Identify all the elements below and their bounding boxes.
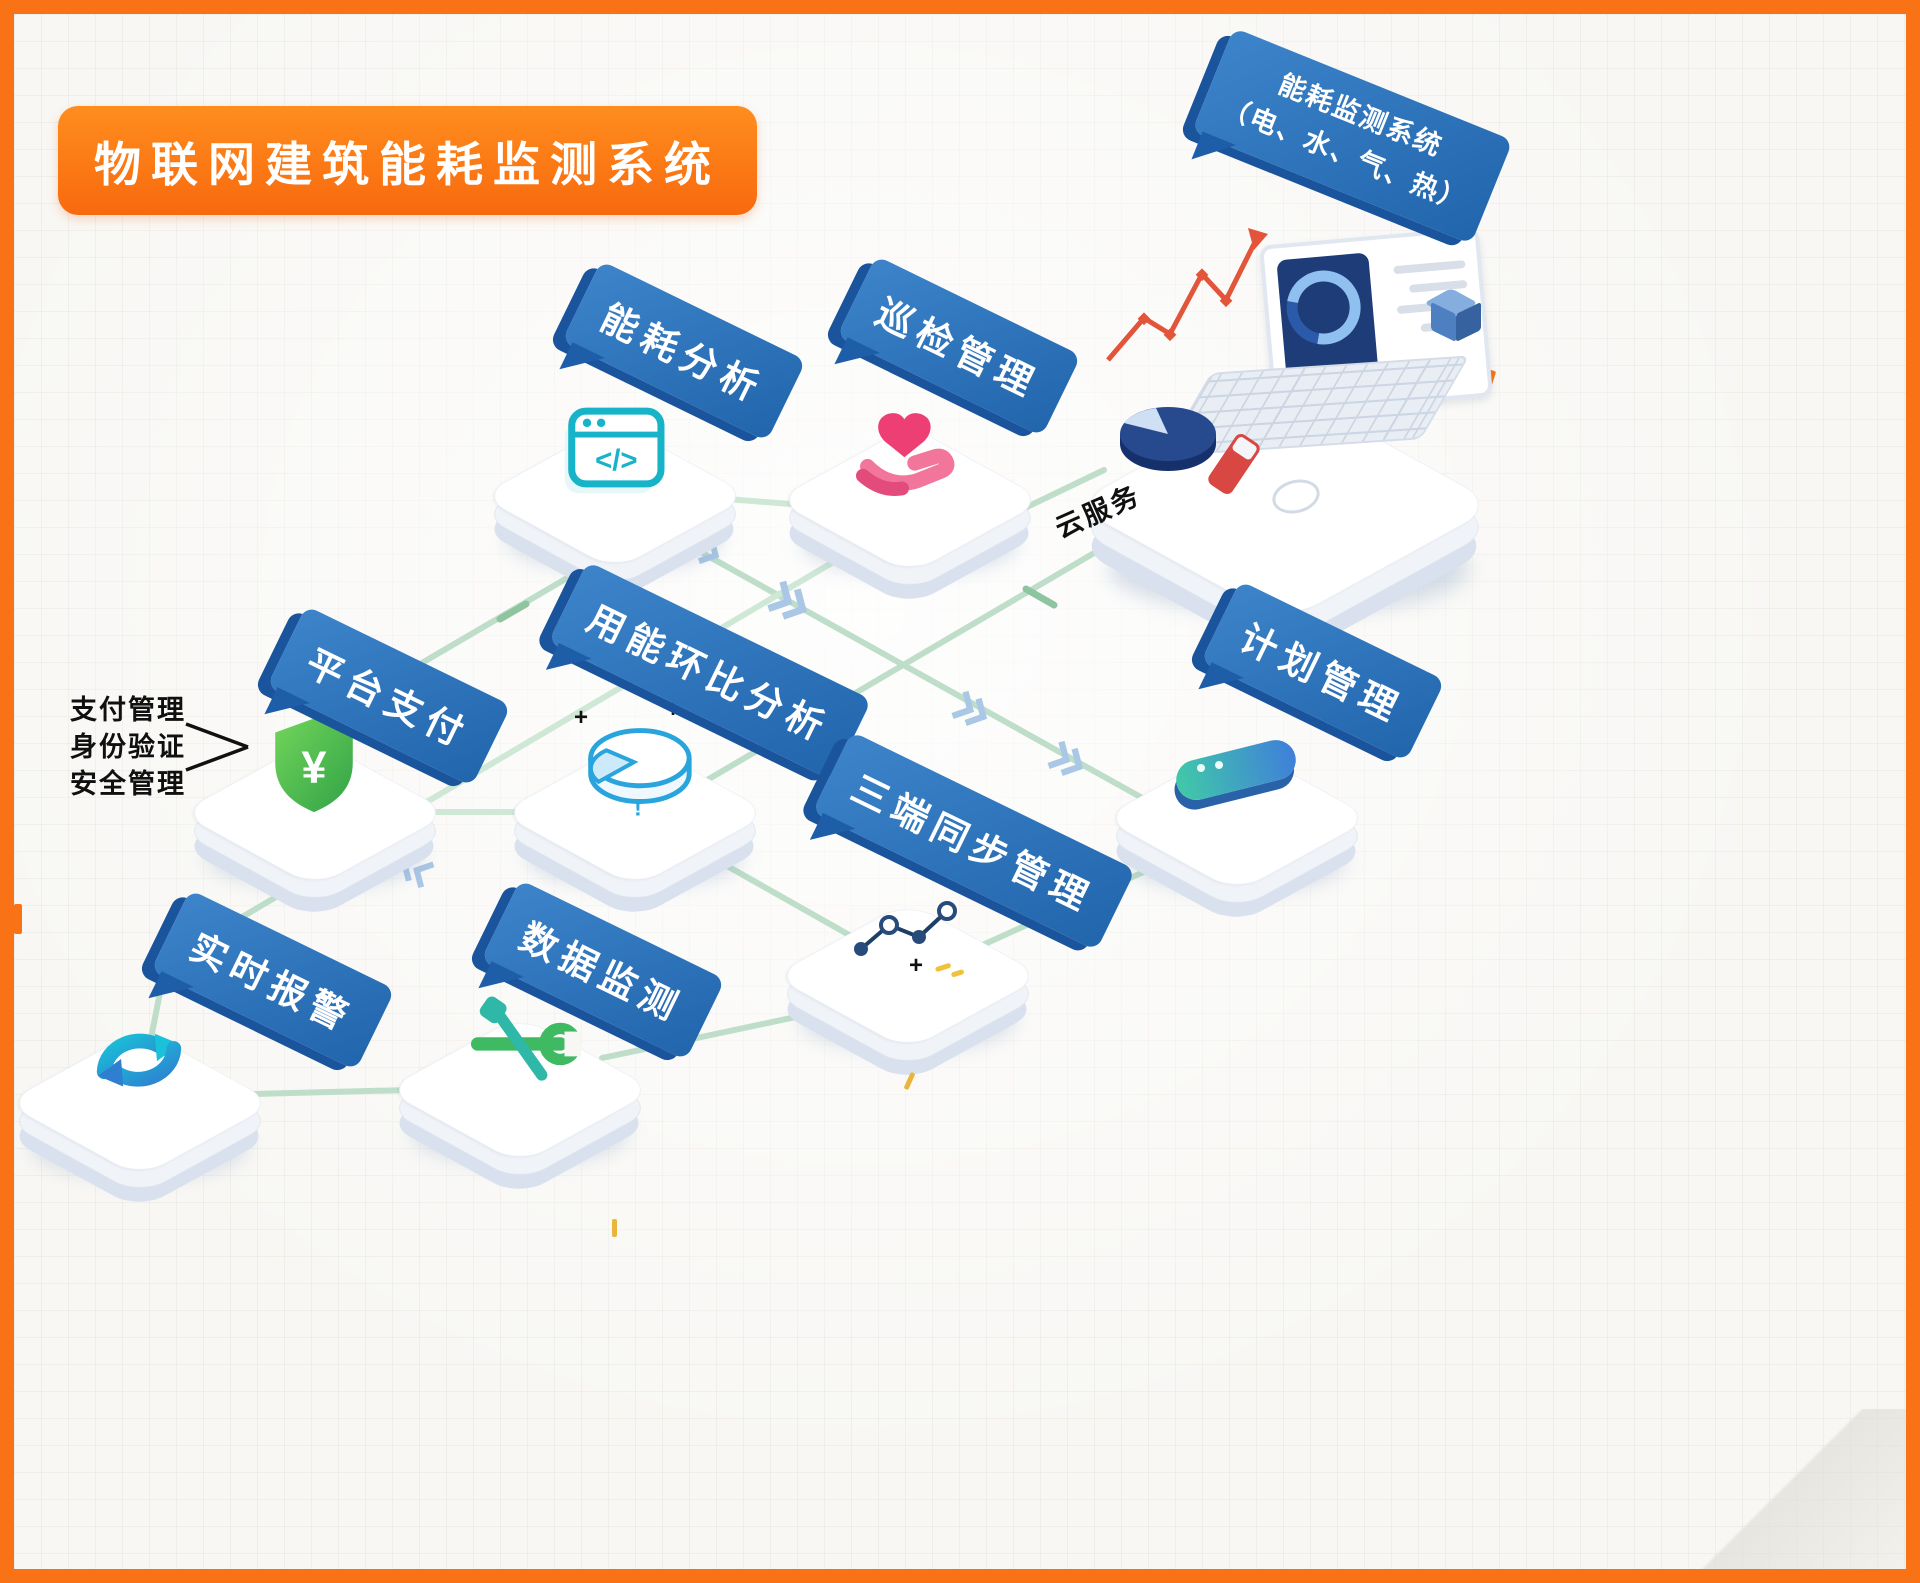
platform-sync-mgmt: + <box>772 872 1044 1083</box>
platform-inspection <box>774 396 1046 607</box>
sync-arrows-icon <box>74 993 204 1123</box>
server-box-icon <box>1171 708 1301 838</box>
corner-decoration <box>1676 1409 1906 1569</box>
svg-text:¥: ¥ <box>301 742 326 793</box>
platform-plan-mgmt <box>1101 714 1373 925</box>
wire-packet <box>496 600 530 623</box>
orange-tick-decoration <box>14 904 22 934</box>
side-note-arrow-icon <box>185 722 249 772</box>
plus-decoration-icon: + <box>574 704 589 731</box>
side-note-line: 身份验证 <box>70 732 186 762</box>
side-note-line: 支付管理 <box>70 695 186 725</box>
shield-yuan-icon: ¥ <box>249 703 379 833</box>
pie-cylinder-icon: ! <box>569 703 699 833</box>
platform-monitor-system <box>1069 344 1509 663</box>
platform-energy-analysis: </> <box>479 392 751 603</box>
flow-chevron-icon <box>761 577 816 632</box>
platform-mom-analysis: ! <box>499 709 771 920</box>
pie-chart-3d-icon <box>1120 407 1216 471</box>
wire-packet <box>1022 585 1058 609</box>
rising-line-chart-icon <box>1106 228 1268 362</box>
platform-data-monitoring <box>384 986 656 1197</box>
svg-text:</>: </> <box>595 444 637 477</box>
page-title: 物联网建筑能耗监测系统 <box>58 106 757 215</box>
hand-heart-icon <box>844 390 974 520</box>
svg-text:+: + <box>909 952 923 979</box>
gold-dash-decoration <box>612 1219 617 1237</box>
svg-text:!: ! <box>634 795 642 821</box>
platform-realtime-alarm <box>14 999 276 1210</box>
platform-payment: ¥ <box>179 709 451 920</box>
wire-energy-to-plan <box>651 523 1235 851</box>
network-nodes-icon: + <box>842 866 972 996</box>
flow-chevron-icon <box>1041 738 1090 788</box>
flow-chevron-icon <box>945 688 994 738</box>
payment-side-note: 支付管理 身份验证 安全管理 <box>70 692 186 803</box>
wire-laptop-to-pie <box>653 509 1167 813</box>
tools-icon <box>454 980 584 1110</box>
cube-decoration-icon <box>1424 284 1490 350</box>
side-note-line: 安全管理 <box>70 769 186 799</box>
code-window-icon: </> <box>549 386 679 516</box>
